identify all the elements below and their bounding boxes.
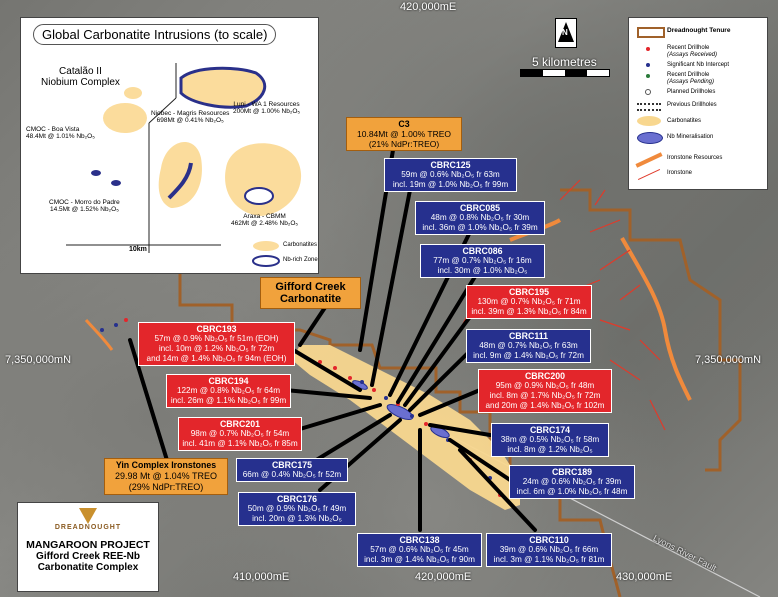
project-name: MANGAROON PROJECT (26, 539, 150, 551)
legend-ironstone-icon (637, 168, 661, 181)
northing-left: 7,350,000mN (5, 354, 72, 366)
inset-legend-nb: Nb-rich Zone (283, 257, 318, 263)
legend-item: Recent Drillhole (667, 45, 710, 51)
legend-nb-swatch (252, 255, 280, 267)
map-legend: Dreadnought Tenure Recent Drillhole (Ass… (628, 17, 768, 190)
easting-420: 420,000mE (415, 571, 472, 583)
easting-top: 420,000mE (400, 1, 457, 13)
legend-item: Ironstone (667, 170, 693, 176)
north-arrow: N (555, 18, 577, 48)
tenure-boundary-east (560, 188, 742, 472)
ironstone-resource (620, 237, 692, 401)
legend-item: Planned Drillholes (667, 89, 716, 95)
legend-item: Recent Drillhole (667, 72, 710, 78)
legend-previous-icon (637, 103, 661, 111)
boa-vista-nb (91, 170, 101, 176)
legend-item: (Assays Received) (667, 52, 718, 58)
legend-item: Carbonatites (667, 118, 702, 124)
legend-item: Previous Drillholes (667, 102, 717, 108)
northing-right: 7,350,000mN (695, 354, 762, 366)
luni-carbonatite (179, 66, 267, 109)
project-title-block: DREADNOUGHT MANGAROON PROJECT Gifford Cr… (17, 502, 159, 592)
north-arrow-icon (558, 22, 574, 42)
boa-vista-label: CMOC - Boa Vista 48.4Mt @ 1.01% Nb₂O₅ (26, 126, 95, 140)
morro-padre-label: CMOC - Morro do Padre 14.5Mt @ 1.52% Nb₂… (49, 199, 120, 213)
legend-pending-icon (646, 74, 650, 78)
legend-item: Significant Nb Intercept (667, 62, 730, 68)
project-sub2: Carbonatite Complex (37, 562, 139, 573)
araxa-label: Araxa - CBMM 462Mt @ 2.48% Nb₂O₅ (231, 213, 299, 227)
inset-title: Global Carbonatite Intrusions (to scale) (33, 24, 277, 45)
global-carbonatite-inset: Global Carbonatite Intrusions (to scale)… (20, 17, 319, 274)
drillholes (100, 318, 502, 497)
easting-410: 410,000mE (233, 571, 290, 583)
luni-label: Luni - WA 1 Resources 200Mt @ 1.00% Nb₂O… (233, 101, 301, 115)
legend-recent-icon (646, 47, 650, 51)
nb-zone (386, 404, 414, 420)
legend-tenure-swatch (637, 27, 665, 38)
legend-item: Nb Mineralisation (667, 134, 714, 140)
catalao-label: Catalão II Niobium Complex (41, 66, 120, 88)
inset-legend-carb: Carbonatites (283, 242, 318, 248)
legend-title: Dreadnought Tenure (667, 27, 731, 34)
inset-shapes (66, 63, 302, 267)
legend-ironstone-res-icon (635, 152, 663, 168)
legend-item: Ironstone Resources (667, 155, 723, 161)
araxa-carbonatite (225, 143, 302, 216)
easting-430: 430,000mE (616, 571, 673, 583)
north-label: N (562, 28, 568, 37)
legend-carb-swatch (253, 241, 279, 251)
legend-nb-intercept-icon (646, 63, 650, 67)
inset-scale-label: 10km (129, 246, 147, 253)
dreadnought-logo-icon (79, 508, 97, 524)
niobec-carbonatite (158, 141, 202, 208)
morro-padre-nb (111, 180, 121, 186)
scale-label: 5 kilometres (532, 55, 597, 69)
scale-bar (520, 69, 610, 77)
catalao-carbonatite (103, 103, 147, 133)
legend-carbonatite-icon (637, 116, 661, 126)
ironstone-resource (84, 318, 114, 351)
legend-planned-icon (645, 89, 651, 95)
callout-leaders (128, 148, 537, 532)
brand-name: DREADNOUGHT (54, 524, 122, 531)
niobec-label: Niobec - Magris Resources 698Mt @ 0.41% … (151, 110, 230, 124)
legend-nb-icon (637, 132, 663, 144)
carbonatite-body (292, 345, 520, 510)
project-sub1: Gifford Creek REE-Nb (36, 551, 140, 562)
legend-item: (Assays Pending) (667, 79, 715, 85)
